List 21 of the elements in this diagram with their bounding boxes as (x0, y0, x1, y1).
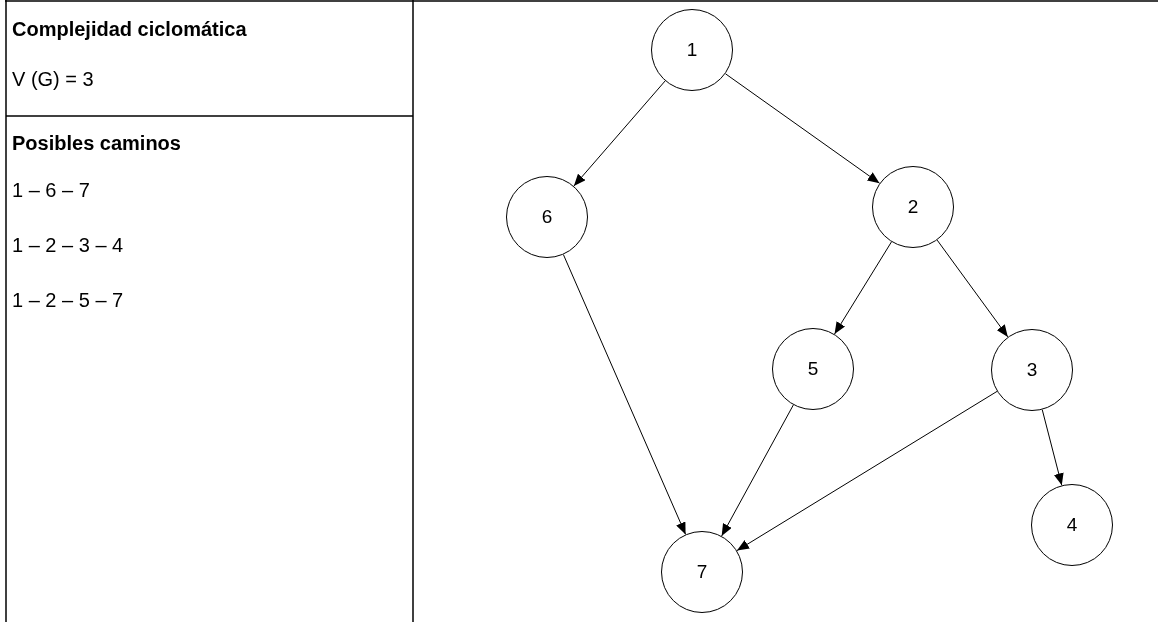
formula-text: V (G) = 3 (12, 68, 94, 91)
path-text: 1 – 2 – 5 – 7 (12, 289, 124, 312)
path-text: 1 – 6 – 7 (12, 179, 90, 202)
arrow (562, 254, 687, 535)
node-number: 5 (807, 358, 819, 380)
node-number: 2 (907, 196, 919, 218)
node-number: 7 (696, 561, 708, 583)
heading: Posibles caminos (12, 132, 181, 155)
node-number: 3 (1026, 359, 1038, 381)
heading: Complejidad ciclomática (12, 18, 247, 41)
node-number: 6 (541, 206, 553, 228)
node-number: 4 (1066, 514, 1078, 536)
node-number: 1 (686, 39, 698, 61)
path-text: 1 – 2 – 3 – 4 (12, 234, 124, 257)
arrow (936, 239, 1009, 338)
arrow (573, 80, 666, 187)
arrow (834, 241, 892, 335)
arrow (1041, 409, 1064, 486)
arrow (724, 73, 881, 184)
arrow (721, 404, 794, 537)
arrow (736, 390, 998, 552)
